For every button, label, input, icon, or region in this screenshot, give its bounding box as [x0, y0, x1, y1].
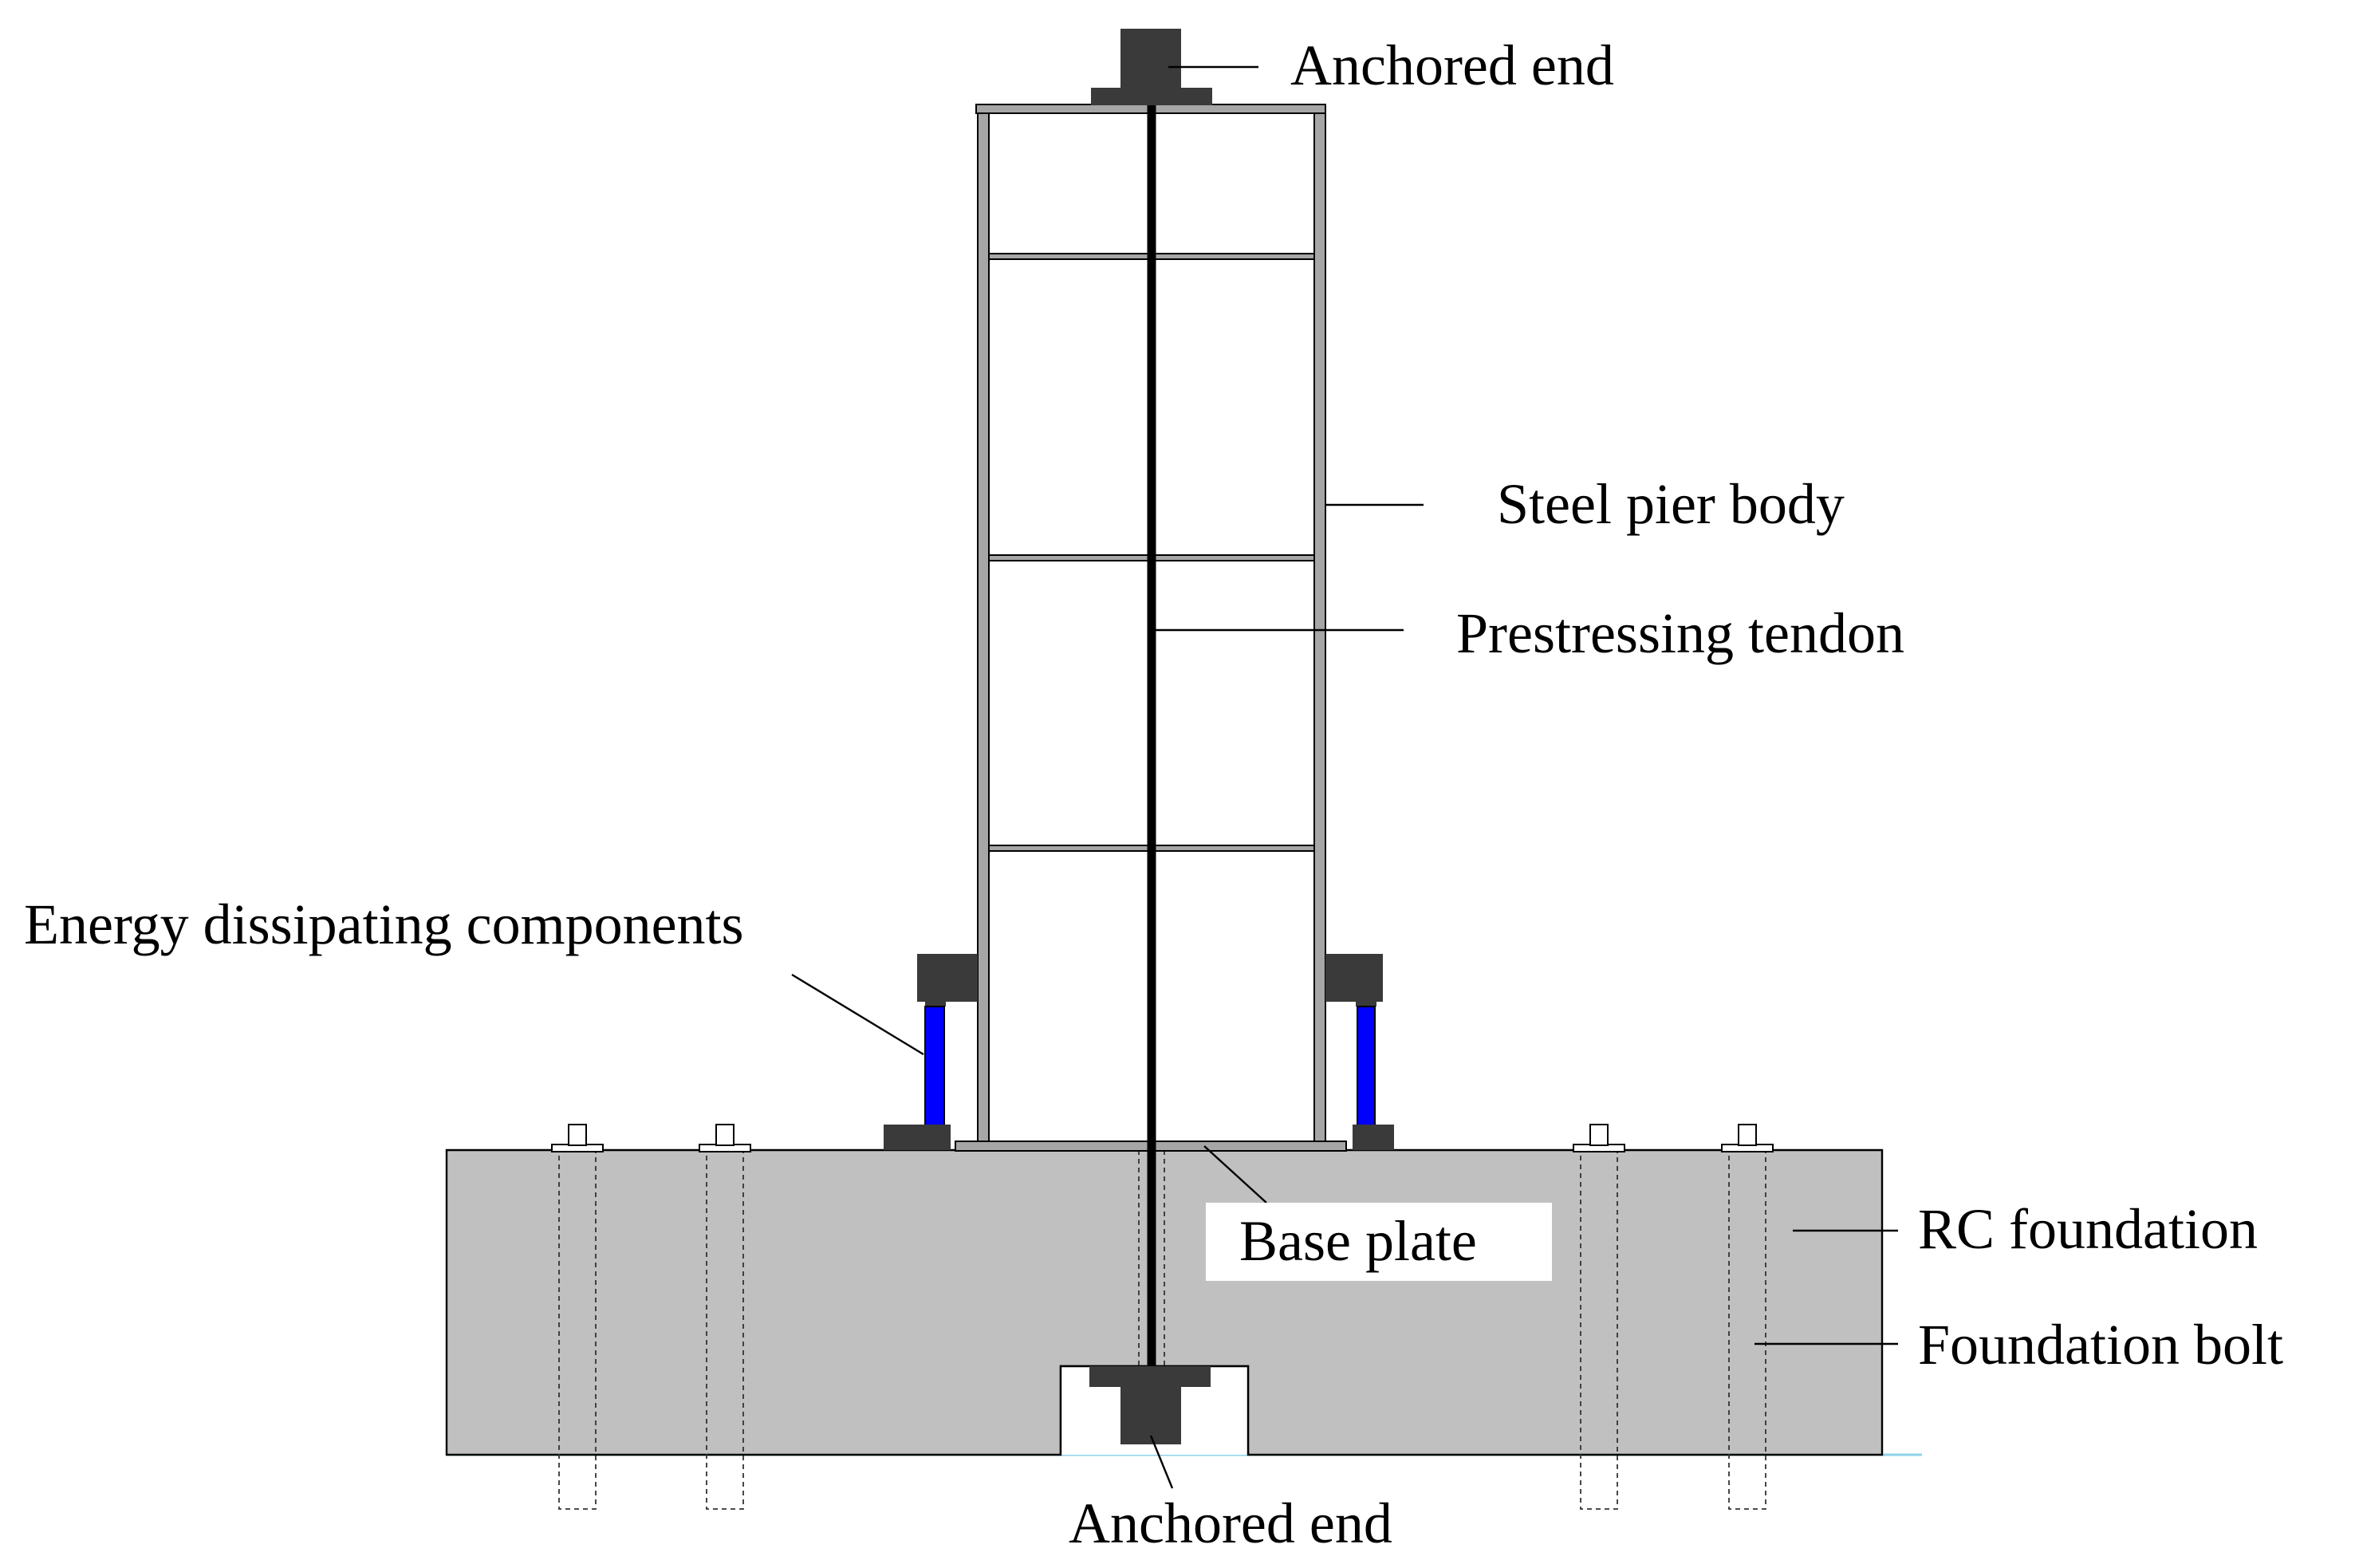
- anchor-block-top: [1091, 29, 1212, 105]
- leader-energy-dissipating: [791, 973, 924, 1056]
- base-plate-label-bg: [1206, 1203, 1552, 1281]
- energy-dissipator-left: [884, 954, 978, 1150]
- foundation-bolts: [551, 1124, 1774, 1510]
- tendon-duct: [1138, 1150, 1165, 1366]
- leader-base-plate: [1203, 1145, 1267, 1204]
- label-base-plate: Base plate: [1239, 1209, 1477, 1273]
- label-energy-dissipating: Energy dissipating components: [24, 892, 744, 956]
- leader-lines: [791, 65, 1898, 1489]
- label-foundation-bolt: Foundation bolt: [1918, 1313, 2283, 1377]
- foundation-bolt: [551, 1124, 604, 1510]
- label-anchored-end-bottom: Anchored end: [1069, 1491, 1392, 1555]
- label-steel-pier-body: Steel pier body: [1497, 472, 1845, 536]
- label-anchored-end-top: Anchored end: [1290, 33, 1614, 97]
- label-prestressing-tendon: Prestressing tendon: [1456, 601, 1904, 665]
- foundation-bolt: [699, 1124, 751, 1510]
- foundation-bolt: [1573, 1124, 1625, 1510]
- anchor-block-bottom: [1089, 1366, 1211, 1444]
- energy-dissipator-right: [1325, 954, 1394, 1150]
- leader-anchored-end-bottom: [1149, 1435, 1174, 1489]
- foundation-bolt: [1721, 1124, 1774, 1510]
- label-rc-foundation: RC foundation: [1918, 1197, 2258, 1261]
